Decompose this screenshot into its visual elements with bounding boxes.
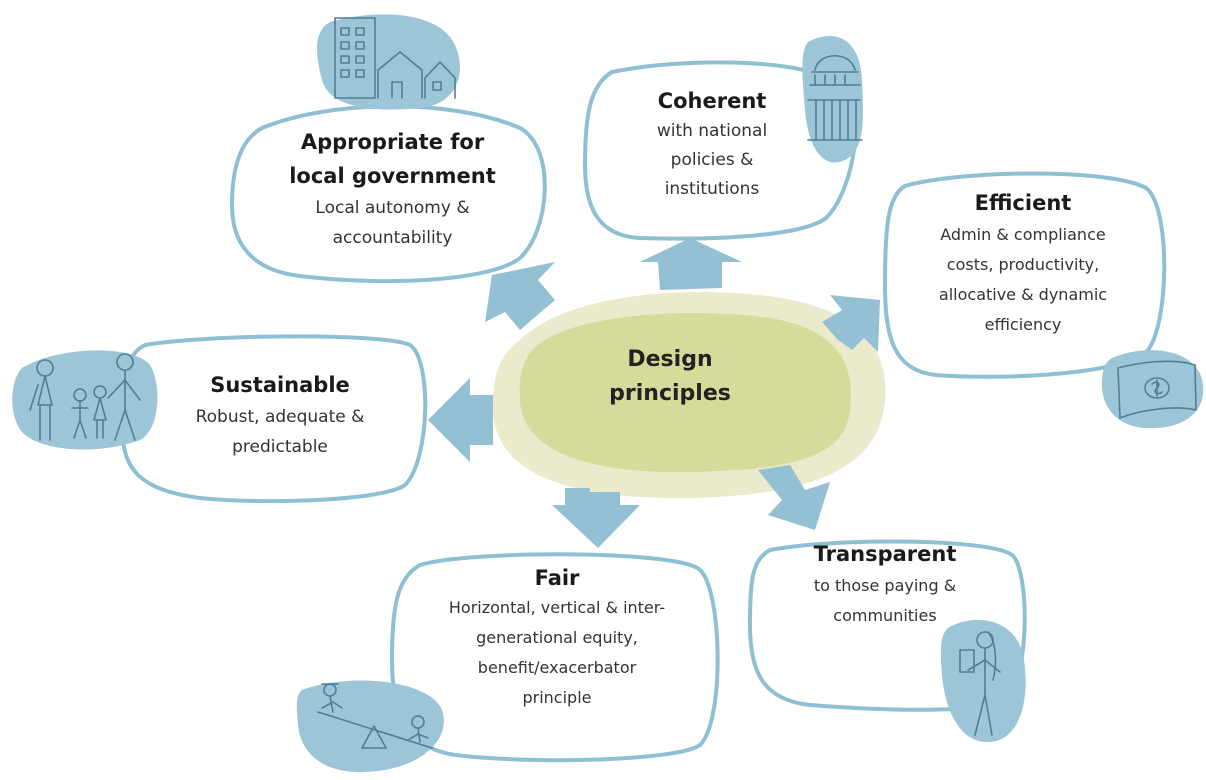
principle-sustainable-desc-line1: Robust, adequate &: [195, 407, 365, 427]
principle-coherent-desc-line1: with national: [656, 121, 768, 141]
person-icon-bg: [940, 619, 1026, 743]
principle-transparent-desc-line1: to those paying &: [813, 576, 957, 595]
center-label: Design principles: [585, 343, 755, 411]
coherent-outline: [582, 60, 858, 241]
principle-fair-desc-line1: Horizontal, vertical & inter-: [448, 598, 666, 617]
principle-efficient-title: Efficient: [974, 191, 1072, 215]
principle-appropriate-desc: Local autonomy & accountability: [245, 193, 540, 253]
arrow-to-transparent: [758, 465, 830, 530]
person-clipboard-icon: [959, 631, 1001, 736]
seesaw-icon-bg: [296, 680, 444, 773]
principle-transparent-title: Transparent: [813, 542, 957, 566]
family-icon: [29, 353, 141, 441]
principle-efficient: Efficient Admin & compliance costs, prod…: [893, 186, 1153, 340]
principle-fair-desc-line3: benefit/exacerbator: [477, 658, 637, 677]
principle-transparent-desc: to those paying & communities: [770, 571, 1000, 631]
center-label-line2: principles: [609, 381, 731, 406]
buildings-icon: [334, 17, 456, 99]
principle-coherent-title: Coherent: [657, 89, 767, 113]
principle-sustainable-title: Sustainable: [210, 373, 350, 397]
principle-fair-title: Fair: [534, 566, 580, 590]
principle-fair-desc-line2: generational equity,: [476, 628, 638, 647]
center-label-line1: Design: [627, 347, 713, 372]
principle-fair: Fair Horizontal, vertical & inter- gener…: [402, 563, 712, 713]
arrow-to-efficient: [822, 295, 880, 352]
principle-efficient-desc-line1: Admin & compliance: [940, 225, 1106, 244]
arrow-to-coherent: [640, 238, 742, 290]
principle-coherent: Coherent with national policies & instit…: [612, 85, 812, 204]
principle-efficient-desc-line2: costs, productivity,: [946, 255, 1100, 274]
seesaw-icon: [317, 683, 433, 749]
principle-sustainable: Sustainable Robust, adequate & predictab…: [160, 368, 400, 462]
arrow-to-sustainable: [428, 378, 493, 462]
arrow-to-appropriate: [485, 262, 555, 330]
principle-sustainable-desc: Robust, adequate & predictable: [160, 402, 400, 462]
principle-sustainable-desc-line2: predictable: [232, 437, 328, 457]
principle-coherent-desc-line2: policies &: [670, 150, 754, 170]
principle-fair-desc-line4: principle: [522, 688, 592, 707]
principle-appropriate-title-line1: Appropriate for: [300, 130, 485, 154]
principle-coherent-desc: with national policies & institutions: [612, 117, 812, 204]
principle-transparent-desc-line2: communities: [833, 606, 937, 625]
parliament-building-icon: [807, 55, 863, 141]
banknote-icon: [1117, 360, 1197, 419]
principle-appropriate-desc-line1: Local autonomy &: [315, 198, 470, 218]
principle-fair-desc: Horizontal, vertical & inter- generation…: [402, 593, 712, 713]
principle-appropriate: Appropriate for local government Local a…: [245, 125, 540, 253]
principle-appropriate-desc-line2: accountability: [332, 228, 453, 248]
fair-outline: [389, 552, 720, 763]
principle-appropriate-title: Appropriate for local government: [245, 125, 540, 193]
principle-coherent-desc-line3: institutions: [664, 179, 760, 199]
principle-efficient-desc: Admin & compliance costs, productivity, …: [893, 220, 1153, 340]
principle-transparent: Transparent to those paying & communitie…: [770, 537, 1000, 631]
center-inner-blob: [519, 313, 851, 473]
principle-appropriate-title-line2: local government: [289, 164, 496, 188]
appropriate-outline: [229, 104, 547, 284]
arrow-to-fair: [552, 488, 640, 548]
principle-efficient-desc-line3: allocative & dynamic: [938, 285, 1108, 304]
principle-efficient-desc-line4: efficiency: [984, 315, 1062, 334]
